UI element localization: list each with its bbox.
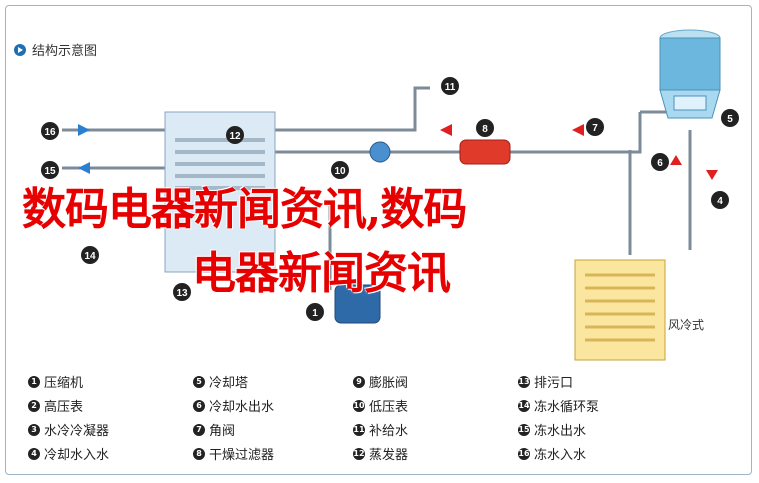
callout-10: 10 bbox=[331, 161, 349, 179]
svg-text:6: 6 bbox=[657, 158, 663, 169]
callout-12: 12 bbox=[226, 126, 244, 144]
flow-arrow bbox=[78, 162, 90, 174]
filter-dryer bbox=[459, 139, 511, 165]
callout-4: 4 bbox=[711, 191, 729, 209]
diagram-header: 结构示意图 bbox=[14, 40, 97, 59]
callout-16: 16 bbox=[41, 122, 59, 140]
callout-5: 5 bbox=[721, 109, 739, 127]
svg-text:4: 4 bbox=[717, 196, 723, 207]
svg-text:1: 1 bbox=[312, 308, 318, 319]
callout-15: 15 bbox=[41, 161, 59, 179]
svg-text:8: 8 bbox=[482, 124, 488, 135]
callout-1: 1 bbox=[306, 303, 324, 321]
svg-text:13: 13 bbox=[176, 288, 188, 299]
svg-text:7: 7 bbox=[592, 123, 598, 134]
svg-text:10: 10 bbox=[334, 166, 346, 177]
callout-11: 11 bbox=[441, 77, 459, 95]
expansion-valve bbox=[369, 141, 391, 163]
flow-arrow bbox=[572, 124, 584, 136]
flow-arrow bbox=[78, 124, 90, 136]
evaporator-tank bbox=[164, 111, 276, 273]
callout-14: 14 bbox=[81, 246, 99, 264]
callout-6: 6 bbox=[651, 153, 669, 171]
flow-arrow bbox=[670, 155, 682, 165]
svg-text:14: 14 bbox=[84, 251, 96, 262]
play-icon bbox=[14, 43, 26, 56]
svg-text:5: 5 bbox=[727, 114, 733, 125]
flow-arrow bbox=[706, 170, 718, 180]
callout-8: 8 bbox=[476, 119, 494, 137]
diagram-title: 结构示意图 bbox=[32, 44, 98, 59]
svg-text:11: 11 bbox=[445, 82, 456, 93]
svg-text:12: 12 bbox=[229, 131, 241, 142]
air-cooled-condenser bbox=[574, 259, 666, 361]
compressor bbox=[334, 284, 381, 324]
diagram-frame bbox=[5, 5, 752, 475]
overlay-text-line1: 数码电器新闻资讯,数码 bbox=[22, 184, 467, 235]
callout-13: 13 bbox=[173, 283, 191, 301]
svg-text:15: 15 bbox=[44, 166, 56, 177]
cooling-tower bbox=[659, 29, 721, 119]
flow-arrow bbox=[440, 124, 452, 136]
overlay-text-line2: 电器新闻资讯 bbox=[192, 248, 451, 299]
svg-text:16: 16 bbox=[44, 127, 56, 138]
callout-7: 7 bbox=[586, 118, 604, 136]
air-cooled-label: 风冷式 bbox=[668, 318, 705, 332]
